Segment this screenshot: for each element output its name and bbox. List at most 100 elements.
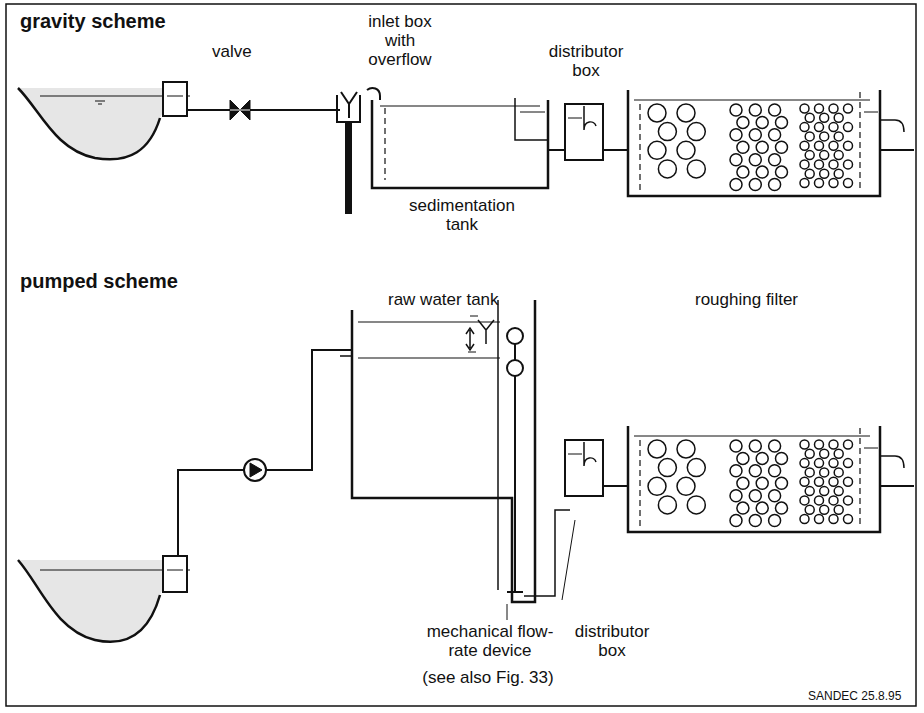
gravel-grain [805, 505, 814, 514]
gravel-grain [737, 116, 749, 128]
gravel-grain [648, 477, 666, 495]
gravel-grain [815, 160, 824, 169]
gravel-grain [829, 440, 838, 449]
gravel-grain [805, 113, 814, 122]
gravel-grain [730, 179, 742, 191]
gravel-grain [829, 104, 838, 113]
gravel-grain [769, 440, 781, 452]
gravel-grain [834, 113, 843, 122]
gravel-grain [815, 179, 824, 188]
gravel-grain [800, 459, 809, 468]
gravel-grain [737, 502, 749, 514]
gravel-grain [834, 505, 843, 514]
gravel-grain [769, 515, 781, 527]
gravel-grain [769, 129, 781, 141]
gravel-grain [815, 123, 824, 132]
gravel-grain [834, 132, 843, 141]
gravel-grain [776, 116, 788, 128]
gravity-illustration [18, 82, 914, 214]
gravel-grain [687, 496, 705, 514]
gravel-grain [769, 179, 781, 191]
gravel-grain [756, 452, 768, 464]
pumped-illustration [18, 300, 914, 642]
gravel-grain [834, 169, 843, 178]
gravel-grain [815, 515, 824, 524]
gravel-grain [730, 490, 742, 502]
gravel-grain [737, 477, 749, 489]
gravel-grain [800, 440, 809, 449]
gravel-grain [844, 440, 853, 449]
gravel-grain [815, 496, 824, 505]
gravel-grain [805, 169, 814, 178]
gravel-grain [677, 440, 695, 458]
part-label: distributor box [538, 42, 634, 80]
gravel-grain [800, 515, 809, 524]
gravel-grain [800, 104, 809, 113]
gravel-grain [730, 129, 742, 141]
section-heading: pumped scheme [20, 270, 240, 292]
gravel-grain [820, 468, 829, 477]
gravel-grain [829, 123, 838, 132]
part-label: raw water tank [388, 290, 528, 309]
gravel-grain [730, 465, 742, 477]
gravel-grain [834, 449, 843, 458]
part-label: distributor box [566, 622, 658, 660]
gravel-grain [829, 496, 838, 505]
gravel-grain [829, 477, 838, 486]
gravel-grain [805, 487, 814, 496]
gravel-grain [834, 468, 843, 477]
part-label: valve [212, 42, 272, 61]
gravel-grain [820, 449, 829, 458]
gravel-grain [677, 104, 695, 122]
gravel-grain [776, 452, 788, 464]
gravel-grain [805, 132, 814, 141]
gravel-grain [815, 141, 824, 150]
gravel-grain [756, 477, 768, 489]
gravel-grain [820, 113, 829, 122]
gravel-grain [730, 104, 742, 116]
gravel-grain [687, 123, 705, 141]
gravel-grain [648, 440, 666, 458]
gravel-grain [756, 116, 768, 128]
part-label: roughing filter [695, 290, 835, 309]
gravel-grain [658, 160, 676, 178]
gravel-grain [820, 132, 829, 141]
gravel-grain [776, 477, 788, 489]
gravel-grain [769, 465, 781, 477]
gravel-grain [749, 179, 761, 191]
gravel-grain [749, 129, 761, 141]
gravel-grain [844, 160, 853, 169]
gravel-grain [844, 496, 853, 505]
gravel-grain [844, 179, 853, 188]
gravel-grain [834, 151, 843, 160]
gravel-grain [800, 477, 809, 486]
gravel-grain [800, 160, 809, 169]
gravel-grain [737, 141, 749, 153]
gravel-grain [749, 104, 761, 116]
part-label: inlet box with overflow [354, 12, 446, 69]
gravel-grain [769, 154, 781, 166]
gravel-grain [769, 104, 781, 116]
gravel-grain [756, 166, 768, 178]
gravel-grain [776, 502, 788, 514]
frame [6, 4, 916, 706]
gravel-grain [769, 490, 781, 502]
gravel-grain [800, 123, 809, 132]
gravel-grain [749, 154, 761, 166]
gravel-grain [730, 154, 742, 166]
gravel-grain [805, 468, 814, 477]
gravel-grain [844, 123, 853, 132]
gravel-grain [677, 477, 695, 495]
gravel-grain [820, 151, 829, 160]
part-label: sedimentation tank [392, 196, 532, 234]
gravel-grain [844, 141, 853, 150]
gravel-grain [756, 141, 768, 153]
gravel-grain [730, 515, 742, 527]
gravel-grain [815, 104, 824, 113]
gravel-grain [820, 505, 829, 514]
gravel-grain [800, 496, 809, 505]
gravel-grain [776, 166, 788, 178]
gravel-grain [730, 440, 742, 452]
gravel-grain [844, 459, 853, 468]
